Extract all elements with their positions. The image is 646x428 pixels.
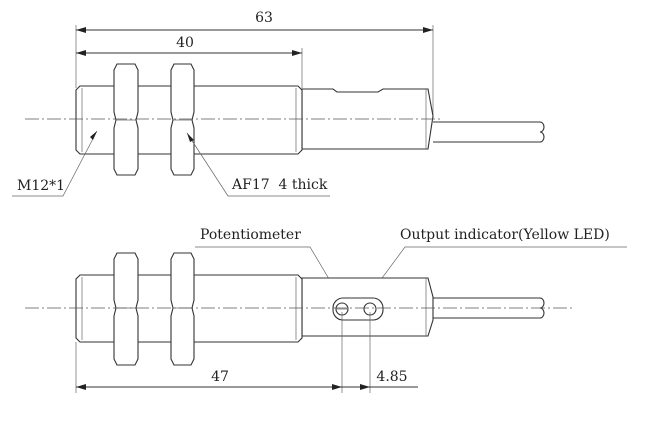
top-view: 63 40 M12*1 AF17 4 thick — [12, 10, 545, 197]
bottom-view: Potentiometer Output indicator(Yellow LE… — [25, 227, 627, 393]
thread-spec-label: M12*1 — [17, 178, 65, 194]
output-indicator-label: Output indicator(Yellow LED) — [400, 227, 610, 243]
nut — [113, 252, 139, 366]
leader-arrow — [187, 133, 194, 142]
potentiometer[interactable] — [335, 302, 349, 316]
nut-leader — [186, 132, 330, 197]
thread-leader — [12, 130, 98, 197]
cable — [433, 121, 545, 143]
dimension-47-label: 47 — [211, 369, 229, 385]
dimension-40-label: 40 — [176, 35, 194, 51]
potentiometer-label: Potentiometer — [200, 227, 301, 243]
nut — [170, 252, 195, 366]
nut — [113, 63, 139, 176]
leader-arrow — [90, 131, 97, 140]
dimension-4-85-label: 4.85 — [376, 369, 407, 385]
nut — [170, 63, 195, 176]
nut-spec-label: AF17 4 thick — [231, 177, 328, 193]
dimension-63-label: 63 — [255, 10, 273, 26]
